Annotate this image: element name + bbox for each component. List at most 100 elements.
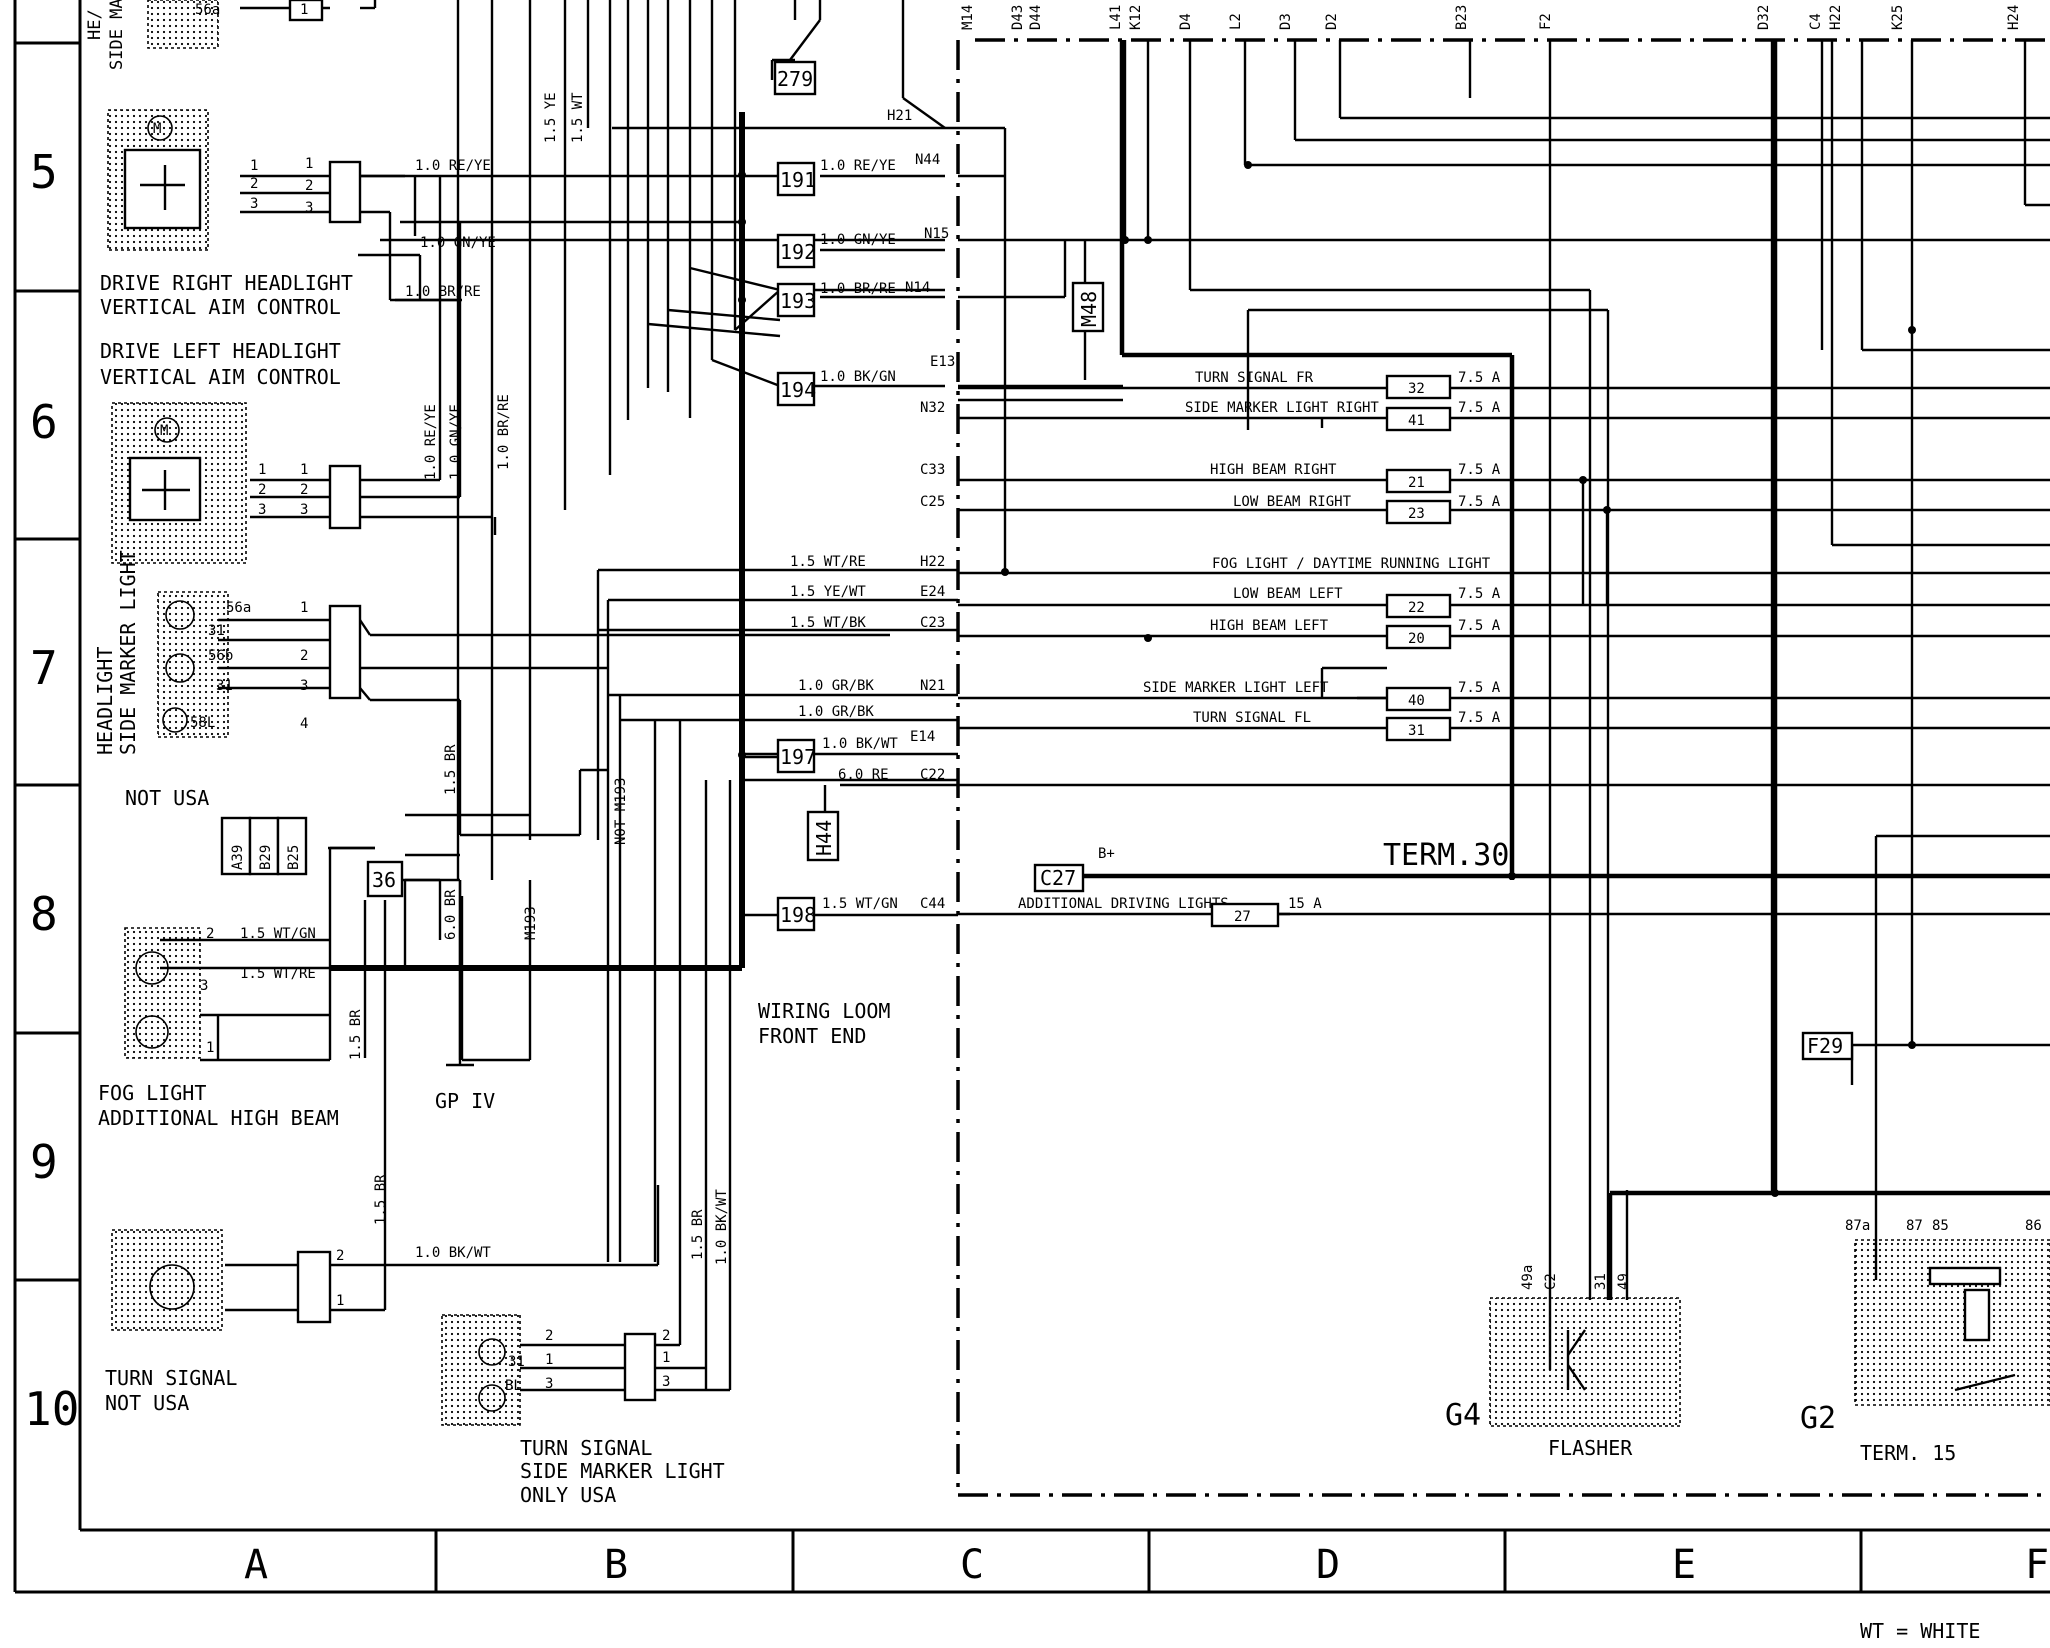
connector-36: 36 <box>366 860 404 898</box>
drive-left-aim-control: DRIVE LEFT HEADLIGHT VERTICAL AIM CONTRO… <box>100 339 341 564</box>
svg-text:G4: G4 <box>1445 1398 1481 1433</box>
plug-connectors: 1 2 3 1 2 3 1 2 3 1 2 3 1 2 3 4 1 <box>250 0 657 1402</box>
row-8: 8 <box>30 887 58 941</box>
svg-text:56a: 56a <box>195 2 220 18</box>
connector-194: 194 <box>776 371 816 407</box>
svg-text:D32: D32 <box>1756 5 1772 30</box>
drive-left-label-1: DRIVE LEFT HEADLIGHT <box>100 339 341 363</box>
svg-text:3: 3 <box>300 678 308 694</box>
svg-text:1.0 BK/GN: 1.0 BK/GN <box>820 369 896 385</box>
svg-text:TURN SIGNAL FL: TURN SIGNAL FL <box>1193 710 1311 726</box>
connector-192: 192 <box>776 233 816 269</box>
svg-text:C22: C22 <box>920 767 945 783</box>
connector-279: 279 <box>773 60 817 96</box>
svg-text:27: 27 <box>1234 909 1251 925</box>
wires <box>160 0 2050 1392</box>
svg-text:1.5 WT/RE: 1.5 WT/RE <box>240 966 316 982</box>
svg-text:D44: D44 <box>1028 5 1044 30</box>
svg-text:32: 32 <box>1408 381 1425 397</box>
svg-text:1: 1 <box>545 1352 553 1368</box>
svg-text:C44: C44 <box>920 896 945 912</box>
svg-text:LOW BEAM LEFT: LOW BEAM LEFT <box>1233 586 1343 602</box>
wire-labels: 1.0 RE/YE 1.0 GN/YE 1.0 BR/RE 1.0 RE/YE … <box>240 92 898 1265</box>
svg-text:1.0 GN/YE: 1.0 GN/YE <box>420 235 496 251</box>
connector-boundary <box>956 38 2050 1497</box>
svg-text:1: 1 <box>336 1293 344 1309</box>
svg-text:194: 194 <box>780 378 816 402</box>
svg-text:41: 41 <box>1408 413 1425 429</box>
row-9: 9 <box>30 1135 58 1189</box>
svg-text:3: 3 <box>200 978 208 994</box>
svg-text:SIDE MARKER LIGHT: SIDE MARKER LIGHT <box>520 1459 725 1483</box>
svg-text:N21: N21 <box>920 678 945 694</box>
svg-text:1.5 BR: 1.5 BR <box>348 1009 364 1060</box>
svg-text:2: 2 <box>206 926 214 942</box>
svg-text:21: 21 <box>1408 475 1425 491</box>
svg-text:WIRING LOOM: WIRING LOOM <box>758 999 890 1023</box>
svg-text:HEADLIGHT: HEADLIGHT <box>93 647 117 755</box>
svg-text:6.0 BR: 6.0 BR <box>443 889 459 940</box>
svg-text:F2: F2 <box>1538 13 1554 30</box>
svg-text:1.0 BR/RE: 1.0 BR/RE <box>496 394 512 470</box>
ground-gp-iv: GP IV <box>435 1055 495 1113</box>
svg-text:193: 193 <box>780 289 816 313</box>
svg-text:1.5 WT/BK: 1.5 WT/BK <box>790 615 866 631</box>
connector-h44: H44 <box>806 810 840 862</box>
row-7: 7 <box>30 641 58 695</box>
svg-text:E24: E24 <box>920 584 945 600</box>
svg-text:HIGH BEAM LEFT: HIGH BEAM LEFT <box>1210 618 1329 634</box>
col-d: D <box>1316 1542 1340 1588</box>
svg-text:C4: C4 <box>1808 13 1824 30</box>
svg-text:BL: BL <box>505 1378 522 1394</box>
svg-text:C2: C2 <box>1543 1273 1559 1290</box>
pin-labels: H21 N44 N15 N14 E13 N32 C33 C25 H22 E24 … <box>887 5 2022 912</box>
svg-text:2: 2 <box>300 648 308 664</box>
svg-text:M14: M14 <box>960 5 976 30</box>
drive-right-aim-control: M DRIVE RIGHT HEADLIGHT VERTICAL AIM CON… <box>100 109 353 319</box>
svg-text:58L: 58L <box>190 715 215 731</box>
svg-text:3: 3 <box>250 196 258 212</box>
svg-text:N14: N14 <box>905 280 930 296</box>
col-f: F <box>2025 1542 2049 1588</box>
svg-text:7.5 A: 7.5 A <box>1458 494 1501 510</box>
svg-text:1.0 GR/BK: 1.0 GR/BK <box>798 704 874 720</box>
svg-text:4: 4 <box>300 716 308 732</box>
svg-text:FOG LIGHT / DAYTIME RUNNING LI: FOG LIGHT / DAYTIME RUNNING LIGHT <box>1212 556 1491 572</box>
svg-text:LOW BEAM RIGHT: LOW BEAM RIGHT <box>1233 494 1352 510</box>
svg-text:3: 3 <box>662 1374 670 1390</box>
svg-text:C33: C33 <box>920 462 945 478</box>
svg-text:1: 1 <box>258 462 266 478</box>
headlight-side-marker: HEADLIGHT SIDE MARKER LIGHT 56a 31 56b 3… <box>93 550 251 810</box>
svg-text:D4: D4 <box>1178 13 1194 30</box>
svg-text:56a: 56a <box>226 600 251 616</box>
svg-text:NOT M193: NOT M193 <box>613 778 629 845</box>
svg-text:E14: E14 <box>910 729 935 745</box>
svg-text:C27: C27 <box>1040 866 1076 890</box>
svg-text:H44: H44 <box>812 820 836 856</box>
svg-text:1.5 WT: 1.5 WT <box>570 92 586 143</box>
svg-text:M: M <box>153 121 161 137</box>
connector-c27: C27 B+ <box>1033 846 1115 893</box>
svg-text:1.5 YE: 1.5 YE <box>543 92 559 143</box>
svg-text:31: 31 <box>216 678 233 694</box>
svg-text:E13: E13 <box>930 354 955 370</box>
row-labels: 5 6 7 8 9 10 <box>24 145 79 1436</box>
svg-text:TERM.30: TERM.30 <box>1383 838 1509 873</box>
svg-text:K25: K25 <box>1890 5 1906 30</box>
svg-text:2: 2 <box>545 1328 553 1344</box>
row-6: 6 <box>30 395 58 449</box>
svg-text:87: 87 <box>1906 1218 1923 1234</box>
svg-text:3: 3 <box>258 502 266 518</box>
svg-text:7.5 A: 7.5 A <box>1458 680 1501 696</box>
svg-text:7.5 A: 7.5 A <box>1458 462 1501 478</box>
drive-right-label-1: DRIVE RIGHT HEADLIGHT <box>100 271 353 295</box>
connector-m48: M48 <box>1071 281 1105 333</box>
svg-text:TURN SIGNAL FR: TURN SIGNAL FR <box>1195 370 1314 386</box>
svg-text:49a: 49a <box>1520 1265 1536 1290</box>
connector-a39-b29-b25: A39 B29 B25 <box>220 816 308 876</box>
svg-text:1: 1 <box>662 1350 670 1366</box>
svg-text:H22: H22 <box>920 554 945 570</box>
svg-text:1.0 BK/WT: 1.0 BK/WT <box>415 1245 491 1261</box>
svg-text:40: 40 <box>1408 693 1425 709</box>
svg-text:1.5 WT/RE: 1.5 WT/RE <box>790 554 866 570</box>
